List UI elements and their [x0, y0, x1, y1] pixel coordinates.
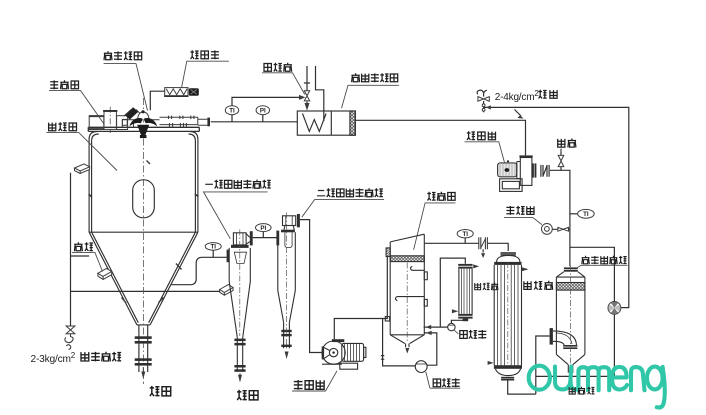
svg-text:TI: TI	[210, 244, 216, 251]
svg-text:TI: TI	[462, 231, 468, 238]
svg-text:2-4kg/cm2: 2-4kg/cm2	[495, 89, 540, 103]
svg-text:TI: TI	[583, 211, 589, 218]
svg-text:2-3kg/cm2: 2-3kg/cm2	[31, 351, 76, 365]
svg-text:TI: TI	[229, 107, 235, 114]
svg-text:PI: PI	[260, 107, 266, 114]
svg-text:PI: PI	[260, 225, 266, 232]
